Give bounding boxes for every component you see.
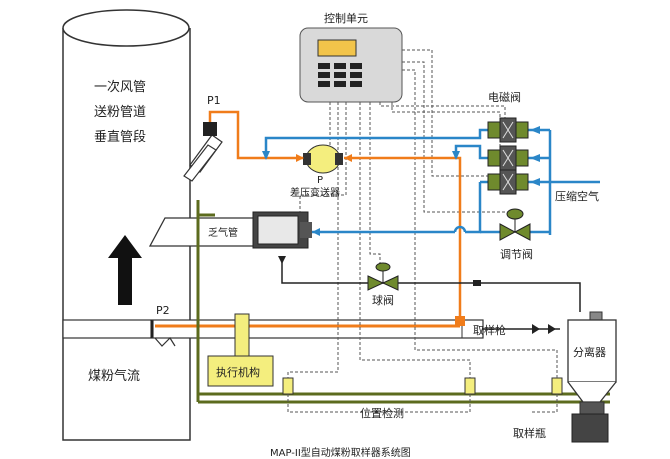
solenoid-valves: [487, 117, 529, 195]
dp-transmitter: [303, 144, 343, 174]
regulating-valve: [499, 208, 531, 241]
ball-valve-line: [281, 258, 581, 312]
actuator: [207, 313, 274, 387]
sampling-pipe: [62, 316, 484, 339]
control-unit-label: 控制单元: [324, 11, 368, 25]
air-lock-label: 乏气管: [208, 226, 238, 239]
dp-transmitter-label: 差压变送器: [290, 186, 340, 199]
signal-lines: [287, 49, 558, 378]
pipe-label-line1: 一次风管: [94, 79, 146, 95]
p1-line: [208, 110, 303, 160]
p2-label: P2: [156, 304, 170, 317]
position-detection-label: 位置检测: [360, 406, 404, 420]
sample-tank: [571, 413, 609, 443]
solenoid-valve-label: 电磁阀: [488, 90, 521, 104]
flow-up-arrow: [108, 235, 142, 305]
sampling-gun-label: 取样枪: [473, 323, 506, 337]
caption: MAP-II型自动煤粉取样器系统图: [270, 446, 411, 459]
regulating-valve-label: 调节阀: [500, 247, 533, 261]
p2-line: [344, 156, 462, 316]
separator: [567, 311, 617, 419]
p1-label: P1: [207, 94, 221, 107]
separator-label: 分离器: [573, 345, 606, 359]
air-lock-pipe: [148, 211, 312, 249]
flow-label: 煤粉气流: [88, 368, 140, 384]
pipe-label-line3: 垂直管段: [94, 130, 146, 145]
support-frame: [196, 200, 610, 404]
ball-valve: [367, 262, 399, 291]
position-sensors: [282, 377, 563, 395]
compressed-air-label: 压缩空气: [555, 189, 599, 203]
actuator-label: 执行机构: [216, 365, 260, 379]
control-unit: [299, 27, 403, 103]
sample-tank-label: 取样瓶: [513, 426, 546, 440]
pipe-label-line2: 送粉管道: [94, 105, 146, 120]
ball-valve-label: 球阀: [372, 293, 394, 307]
p1-tap: [183, 122, 223, 182]
p-label: P: [317, 175, 323, 186]
